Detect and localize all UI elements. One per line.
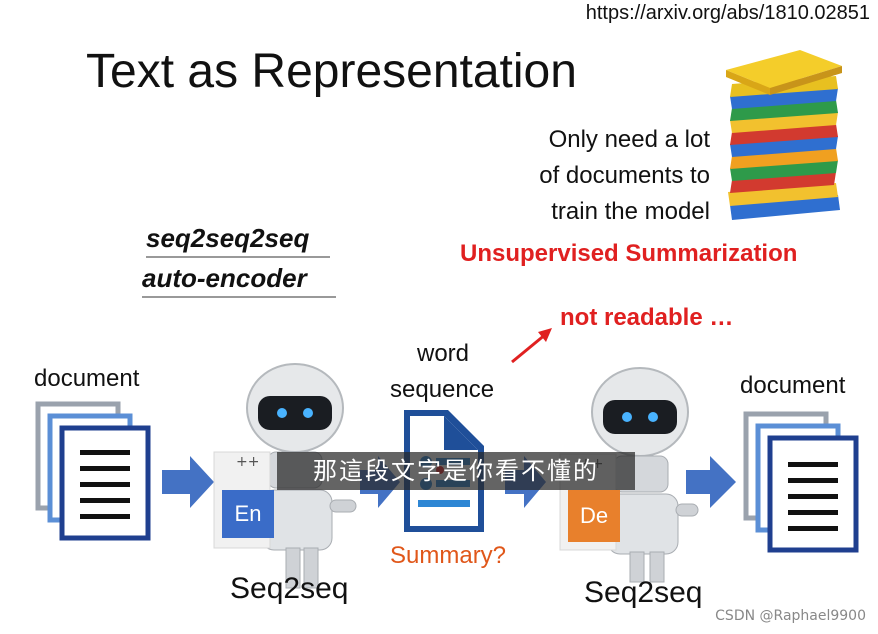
document-left-icon xyxy=(35,401,151,541)
word-sequence-line-1: word xyxy=(417,340,470,367)
encoder-badge-text: En xyxy=(234,501,262,526)
unsupervised-summarization-label: Unsupervised Summarization xyxy=(460,240,798,267)
encoder-badge: En xyxy=(222,490,274,538)
not-readable-label: not readable … xyxy=(560,304,734,331)
video-subtitle: 那這段文字是你看不懂的 xyxy=(277,452,635,490)
data-requirement-note: Only need a lot of documents to train th… xyxy=(505,122,710,230)
decoder-label: Seq2seq xyxy=(584,576,703,609)
flow-arrow-1-icon xyxy=(162,456,214,508)
input-document-label: document xyxy=(34,365,140,392)
model-name-line-2: auto-encoder xyxy=(142,263,307,293)
note-line-2: of documents to xyxy=(539,162,710,189)
summary-label: Summary? xyxy=(390,542,507,569)
decoder-badge-text: De xyxy=(579,503,609,528)
word-sequence-line-2: sequence xyxy=(390,376,495,403)
model-name-line-1: seq2seq2seq xyxy=(146,223,310,253)
source-url[interactable]: https://arxiv.org/abs/1810.02851 xyxy=(585,2,870,24)
slide-title: Text as Representation xyxy=(86,45,577,98)
red-arrow-icon xyxy=(511,328,552,364)
model-name-underline-1 xyxy=(146,256,330,258)
svg-text:++: ++ xyxy=(236,454,259,470)
document-right-icon xyxy=(743,411,859,553)
paper-stack-icon xyxy=(726,50,842,220)
model-name-underline-2 xyxy=(142,296,336,298)
encoder-label: Seq2seq xyxy=(230,572,349,605)
flow-arrow-4-icon xyxy=(686,456,736,508)
note-line-3: train the model xyxy=(551,198,710,225)
output-document-label: document xyxy=(740,372,846,399)
watermark: CSDN @Raphael9900 xyxy=(715,608,866,624)
decoder-badge: De xyxy=(568,490,620,542)
note-line-1: Only need a lot xyxy=(548,126,710,153)
